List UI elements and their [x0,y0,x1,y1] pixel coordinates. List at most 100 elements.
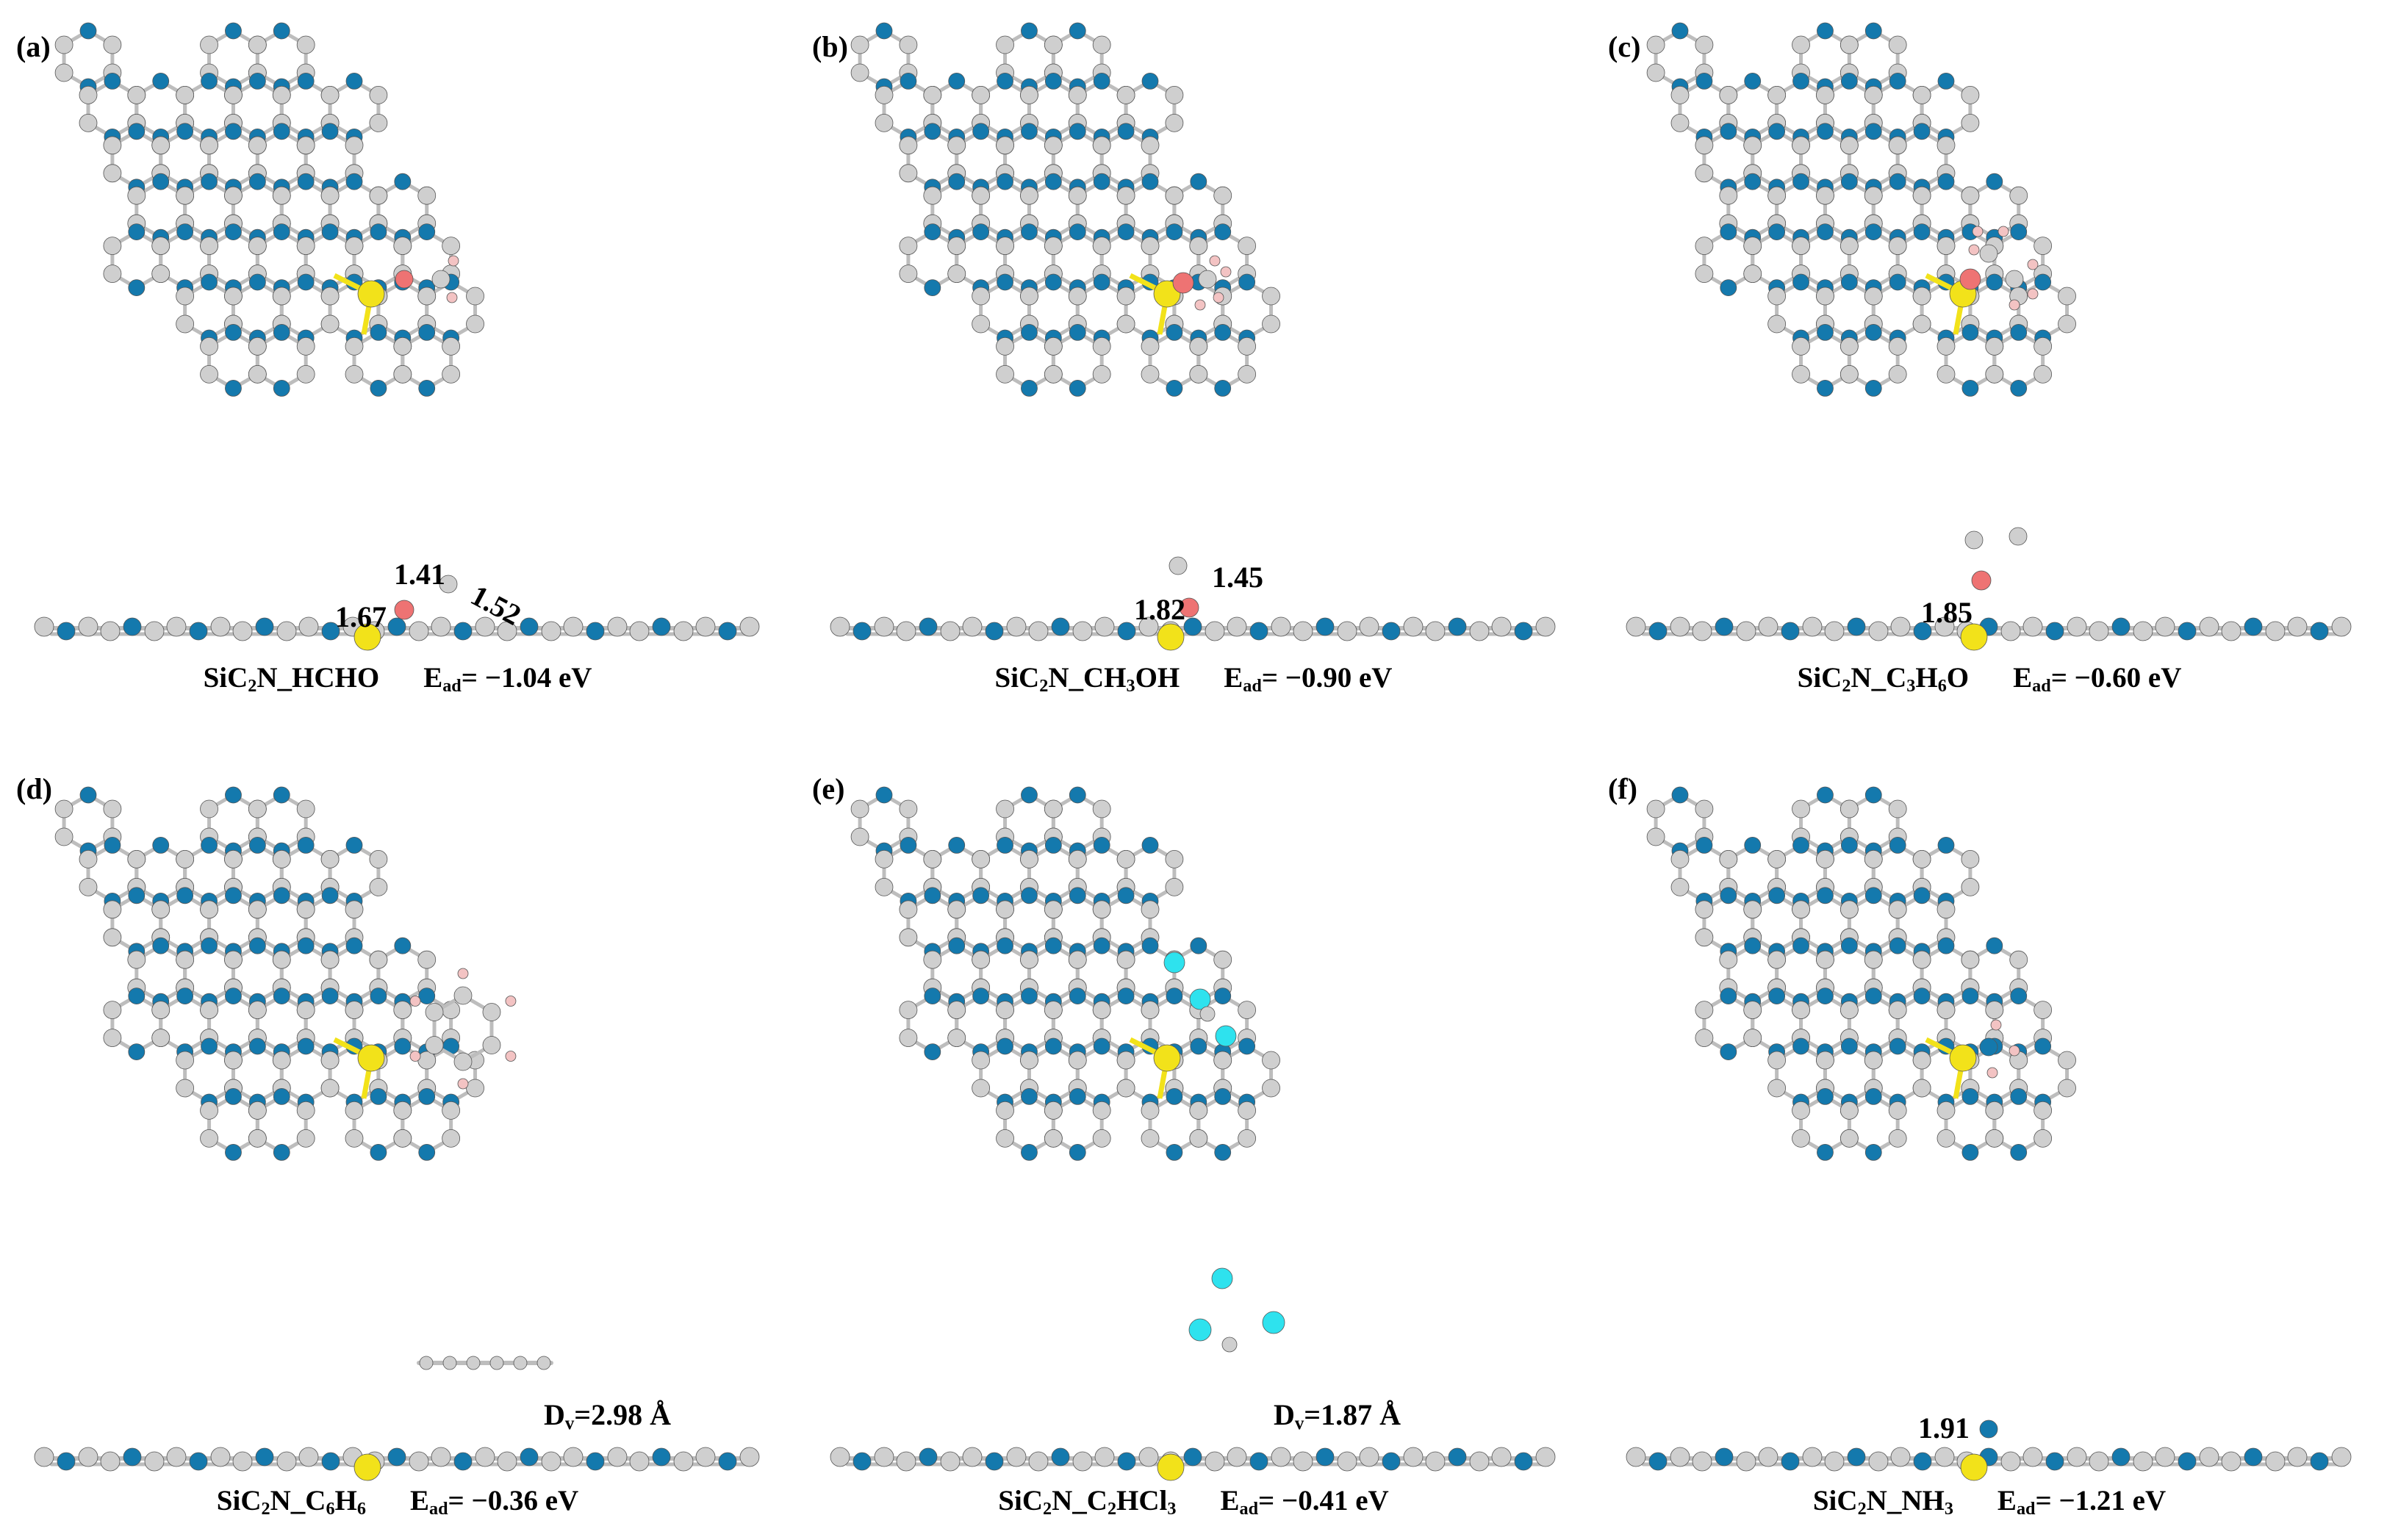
carbon-atom [200,1129,218,1148]
nitrogen-atom [2178,622,2197,641]
carbon-atom [899,900,918,919]
nitrogen-atom [1720,223,1737,241]
silicon-atom [1949,1044,1977,1072]
nitrogen-atom [370,223,387,241]
nitrogen-atom [248,837,266,854]
carbon-atom [1792,35,1810,54]
nitrogen-atom [321,622,340,641]
adsorbate-top-view [1979,1019,2020,1079]
nitrogen-atom [1913,887,1931,904]
carbon-atom [54,827,73,846]
nitrogen-atom [985,622,1004,641]
carbon-atom [1767,287,1787,306]
nitrogen-atom [273,1144,290,1161]
carbon-atom [899,1001,918,1020]
nitrogen-atom [1781,622,1800,641]
carbon-atom [1116,950,1135,969]
monolayer-top-view [54,786,484,1161]
nitrogen-atom [985,1452,1004,1471]
nitrogen-atom [123,1447,142,1467]
carbon-atom [1802,1447,1823,1467]
carbon-atom [896,621,916,641]
bond-length-label: 1.85 [1921,596,1973,629]
carbon-atom [673,621,694,641]
adsorbate-top-view [1959,226,2039,311]
nitrogen-atom [1720,123,1737,140]
carbon-atom [629,1451,650,1472]
carbon-atom [1670,877,1690,896]
caption-formula: SiC2N_CH3OH [994,662,1180,697]
carbon-atom [695,1447,716,1467]
carbon-atom [442,364,461,384]
carbon-atom [224,849,243,868]
nitrogen-atom [1093,173,1110,190]
nitrogen-atom [997,1037,1013,1055]
caption-formula: SiC2N_HCHO [203,662,380,697]
carbon-atom [151,900,170,919]
nitrogen-atom [1817,987,1834,1005]
nitrogen-atom [123,617,142,636]
nitrogen-atom [297,837,315,854]
carbon-atom [248,1101,267,1120]
carbon-atom [431,270,451,289]
carbon-atom [996,799,1014,818]
nitrogen-atom [321,123,339,140]
carbon-atom [673,1451,694,1472]
nitrogen-atom [1864,1087,1882,1105]
carbon-atom [1695,237,1714,256]
carbon-atom [1670,113,1690,132]
carbon-atom [972,85,991,104]
carbon-atom [996,900,1014,919]
carbon-atom [151,265,170,284]
nitrogen-atom [1166,223,1183,241]
nitrogen-atom [1141,173,1159,190]
carbon-atom [1816,950,1834,969]
bond-length-label: 1.41 [394,558,445,591]
carbon-atom [151,136,170,155]
nitrogen-atom [152,73,170,90]
carbon-atom [1238,364,1257,384]
adsorption-energy: Ead= −1.04 eV [423,662,592,697]
hydrogen-atom [1990,1019,2002,1031]
nitrogen-atom [225,1144,242,1161]
nitrogen-atom [2111,1447,2131,1467]
carbon-atom [1890,616,1911,637]
nitrogen-atom [1840,73,1858,90]
adsorption-energy: Ead= −0.41 eV [1220,1485,1389,1519]
carbon-atom [1964,530,1984,550]
carbon-atom [1767,85,1787,104]
carbon-atom [210,1447,231,1467]
carbon-atom [34,1447,54,1467]
nitrogen-atom [2034,1037,2052,1055]
nitrogen-atom [924,987,941,1005]
nitrogen-atom [104,837,121,854]
carbon-atom [1792,136,1810,155]
carbon-atom [296,799,315,818]
structure-svg [1626,22,2352,651]
nitrogen-atom [152,937,170,954]
carbon-atom [2133,621,2153,641]
carbon-atom [1469,1451,1490,1472]
carbon-atom [2089,621,2109,641]
nitrogen-atom [297,273,315,291]
nitrogen-atom [1069,22,1086,40]
panel-label: (b) [812,30,848,63]
carbon-atom [1839,136,1859,155]
carbon-atom [453,986,473,1005]
nitrogen-atom [79,786,97,804]
carbon-atom [144,1451,165,1472]
nitrogen-atom [1671,22,1689,40]
nitrogen-atom [1817,1144,1834,1161]
carbon-atom [176,186,195,205]
carbon-atom [1961,849,1980,868]
carbon-atom [200,136,218,155]
carbon-atom [1646,799,1665,818]
carbon-atom [1092,799,1111,818]
carbon-atom [1092,1129,1111,1148]
carbon-atom [1864,1051,1883,1070]
adsorption-energy: Ead= −0.90 eV [1224,662,1393,697]
carbon-atom [1262,314,1280,334]
nitrogen-atom [1044,273,1062,291]
carbon-atom [830,616,850,637]
carbon-atom [1141,364,1160,384]
